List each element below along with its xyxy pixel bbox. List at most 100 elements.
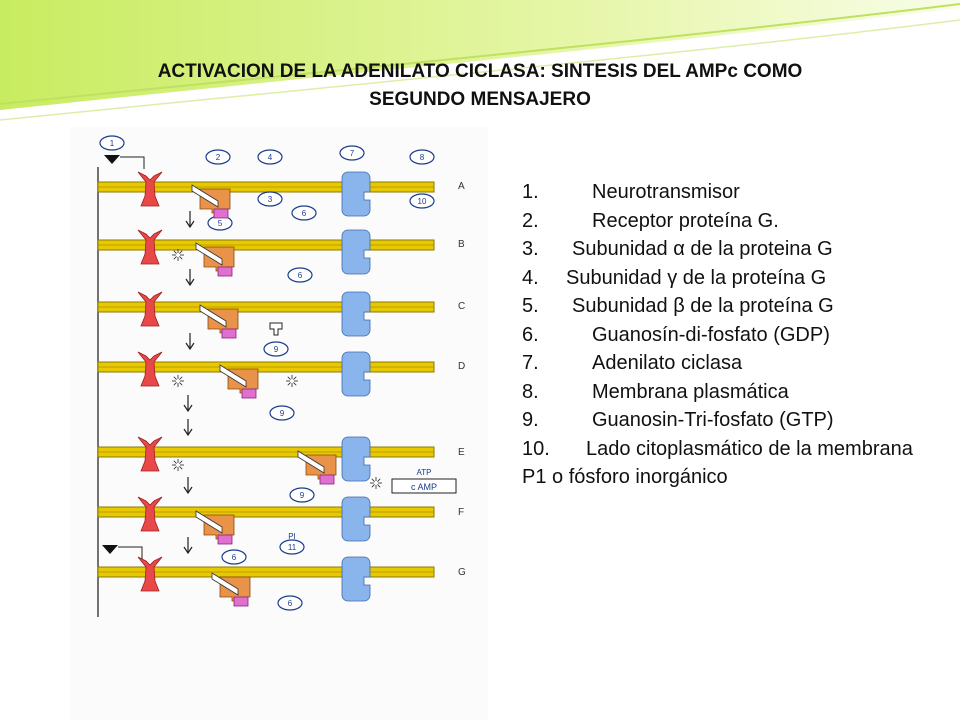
pi-text: PI [288,532,296,541]
legend-item-11: P1 o fósforo inorgánico [522,466,728,488]
legend-item-4: 4.Subunidad γ de la proteína G [522,266,827,289]
legend-item-6: 6.Guanosín-di-fosfato (GDP) [522,323,830,346]
adenylate-cyclase-6 [341,556,371,602]
callout-6a-text: 6 [302,209,307,218]
callout-6b-ellipse [287,267,313,283]
row-label-f: F [458,507,464,518]
beta-gamma-a [191,184,219,208]
legend-item-1: 1.Neurotransmisor [522,181,740,203]
adenylate-cyclase-0 [341,171,371,217]
activation-spark-d-3 [173,382,177,386]
gdp-a [213,208,229,219]
legend-item-3: 3.Subunidad α de la proteina G [522,238,833,260]
receptor-0 [137,171,163,207]
receptor-2 [137,291,163,327]
camp-box [391,478,457,494]
activation-spark-e-7 [179,460,183,464]
adenylate-cyclase-3 [341,351,371,397]
legend-item-8: 8.Membrana plasmática [522,380,789,403]
step-arrow-cd [185,333,195,351]
callout-8-text: 8 [420,153,425,162]
ligand-path-g [118,546,143,559]
step-arrow-fg [183,537,193,555]
callout-6a-ellipse [291,205,317,221]
callout-7-text: 7 [350,149,355,158]
activation-spark-b-7 [179,250,183,254]
beta-gamma-g [211,572,239,596]
callout-1-ellipse [99,135,125,151]
callout-9b-ellipse [269,405,295,421]
step-arrow-ab [185,211,195,229]
adenylate-cyclase-4 [341,436,371,482]
ligand-path [120,156,145,169]
activation-spark-d-7 [179,376,183,380]
gtp-shape-c [269,322,283,336]
activation-spark-d-5 [173,376,177,380]
row-label-a: A [458,181,465,192]
camp-text: c AMP [411,482,437,492]
callout-10-text: 10 [418,197,427,206]
row-label-c: C [458,301,465,312]
beta-gamma-b [195,242,223,266]
callout-3-text: 3 [268,195,273,204]
callout-6d-ellipse [277,595,303,611]
atp-text: ATP [417,468,432,477]
beta-gamma-e [297,450,325,474]
callout-1-text: 1 [110,139,115,148]
callout-3-ellipse [257,191,283,207]
activation-spark-d2-3 [287,382,291,386]
step-arrow-de2 [183,419,193,437]
legend-item-9: 9.Guanosin-Tri-fosfato (GTP) [522,409,834,431]
header-swoosh [0,0,960,121]
callout-11-ellipse [279,539,305,555]
neurotransmitter-icon-g [102,545,118,554]
callout-9c-text: 9 [300,491,305,500]
row-label-d: D [458,361,465,372]
activation-spark-d2-5 [287,376,291,380]
legend-item-5: 5.Subunidad β de la proteína G [522,295,834,317]
legend-list: 1.Neurotransmisor 2.Receptor proteína G.… [522,178,942,492]
gdp-b [217,266,233,277]
beta-gamma-f [195,510,223,534]
callout-6b-text: 6 [298,271,303,280]
neurotransmitter-icon [104,155,120,164]
adenylate-cyclase-2 [341,291,371,337]
receptor-3 [137,351,163,387]
gdp-d [241,388,257,399]
callout-6c-ellipse [221,549,247,565]
callout-2-text: 2 [216,153,221,162]
callout-5-text: 5 [218,219,223,228]
title-line-1: ACTIVACION DE LA ADENILATO CICLASA: SINT… [157,61,803,82]
activation-spark-d2-1 [293,382,297,386]
activation-spark-e2-5 [371,478,375,482]
adenylate-cyclase-5 [341,496,371,542]
activation-spark-e2-1 [377,484,381,488]
callout-4-text: 4 [268,153,273,162]
callout-6d-text: 6 [288,599,293,608]
callout-9b-text: 9 [280,409,285,418]
activation-spark-b-1 [179,256,183,260]
callout-2-ellipse [205,149,231,165]
callout-11-text: 11 [288,543,297,552]
adenylate-cyclase-1 [341,229,371,275]
callout-9c-ellipse [289,487,315,503]
activation-spark-e-3 [173,466,177,470]
receptor-5 [137,496,163,532]
receptor-4 [137,436,163,472]
activation-spark-b-5 [173,250,177,254]
beta-gamma-c [199,304,227,328]
callout-4-ellipse [257,149,283,165]
beta-gamma-d [219,364,247,388]
diagram-labels: A B C D E F G [458,181,466,578]
activation-spark-e2-7 [377,478,381,482]
gdp-g [233,596,249,607]
step-arrow-bc [185,269,195,287]
activation-spark-d-1 [179,382,183,386]
receptor-1 [137,229,163,265]
step-arrow-de [183,395,193,413]
step-arrow-ef [183,477,193,495]
receptor-6 [137,556,163,592]
activation-spark-b-3 [173,256,177,260]
activation-spark-e-1 [179,466,183,470]
